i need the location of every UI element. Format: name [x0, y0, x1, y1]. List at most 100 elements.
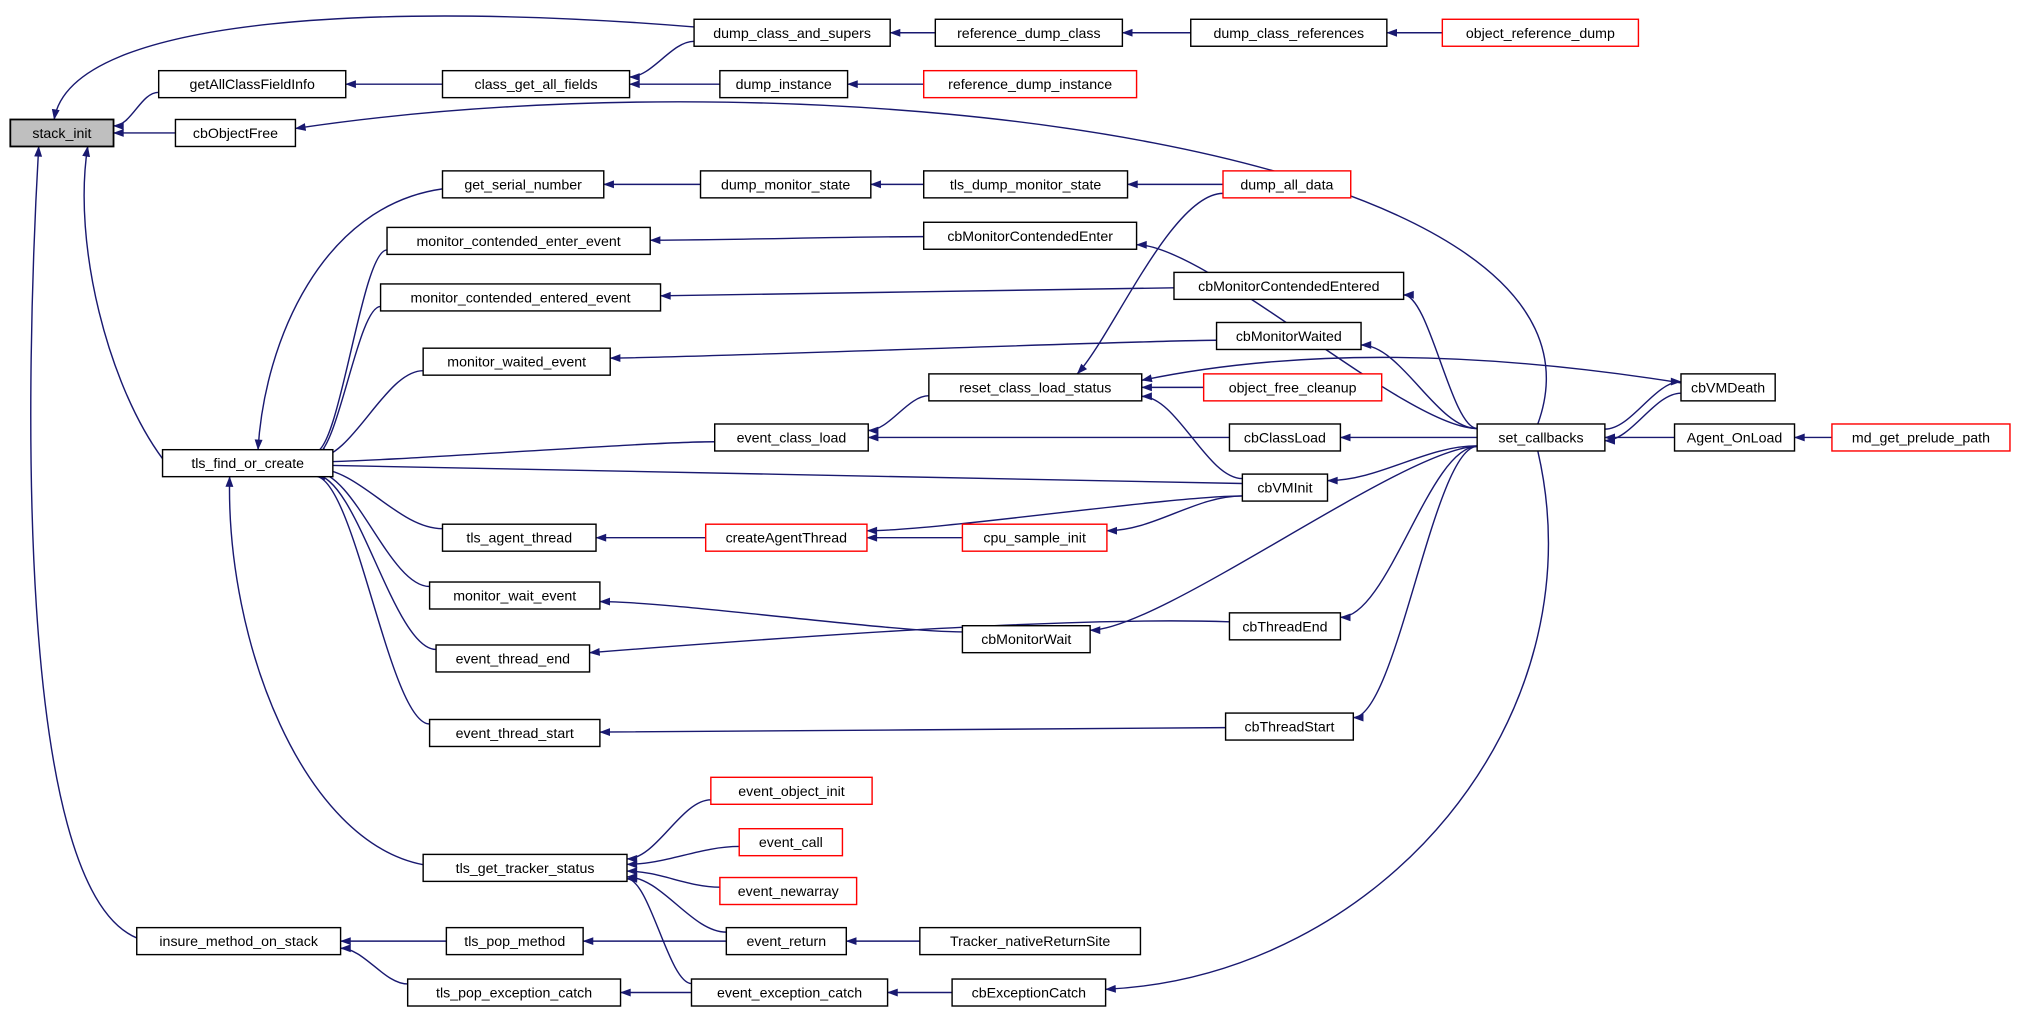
node-box — [379, 283, 662, 312]
node-event_object_init[interactable]: event_object_init — [710, 776, 873, 805]
edge-dump_all_data--reset_class_load_status — [1076, 192, 1224, 375]
edge-cbVMInit--createAgentThread — [866, 495, 1243, 535]
node-box — [435, 644, 591, 673]
edge-event_call--tls_get_tracker_status — [626, 845, 740, 869]
node-dump_class_and_supers[interactable]: dump_class_and_supers — [693, 18, 891, 47]
node-tls_get_tracker_status[interactable]: tls_get_tracker_status — [422, 853, 628, 883]
node-object_free_cleanup[interactable]: object_free_cleanup — [1202, 373, 1383, 402]
node-cbClassLoad[interactable]: cbClassLoad — [1228, 423, 1342, 452]
node-reference_dump_instance[interactable]: reference_dump_instance — [922, 69, 1138, 99]
node-box — [441, 69, 631, 99]
edge-set_callbacks--cbVMDeath — [1604, 377, 1682, 430]
node-box — [441, 523, 597, 552]
node-cbVMDeath[interactable]: cbVMDeath — [1680, 373, 1776, 402]
node-box — [441, 170, 605, 199]
edge-getAllClassFieldInfo--stack_init — [112, 91, 159, 130]
edge-cbThreadStart--event_thread_start — [599, 726, 1226, 737]
node-md_get_prelude_path[interactable]: md_get_prelude_path — [1831, 423, 2011, 452]
node-object_reference_dump[interactable]: object_reference_dump — [1441, 18, 1640, 47]
node-getAllClassFieldInfo[interactable]: getAllClassFieldInfo — [157, 69, 347, 99]
node-box — [1202, 373, 1383, 402]
node-box — [693, 18, 891, 47]
node-reference_dump_class[interactable]: reference_dump_class — [934, 18, 1124, 47]
node-box — [422, 853, 628, 883]
edge-get_serial_number--tls_find_or_create — [254, 188, 443, 451]
edge-event_class_load--tls_find_or_create — [314, 441, 715, 466]
node-box — [1222, 170, 1352, 199]
edge-cbMonitorWaited--monitor_waited_event — [609, 339, 1217, 363]
node-box — [922, 170, 1129, 199]
node-cbMonitorWaited[interactable]: cbMonitorWaited — [1215, 321, 1362, 351]
node-box — [428, 718, 601, 748]
node-box — [714, 423, 869, 452]
edge-monitor_waited_event--tls_find_or_create — [314, 369, 424, 463]
node-monitor_wait_event[interactable]: monitor_wait_event — [428, 581, 601, 610]
node-box — [157, 69, 347, 99]
node-cbObjectFree[interactable]: cbObjectFree — [174, 118, 297, 148]
node-cbThreadEnd[interactable]: cbThreadEnd — [1228, 612, 1342, 641]
node-tls_pop_method[interactable]: tls_pop_method — [445, 926, 584, 956]
node-cbMonitorContendedEnter[interactable]: cbMonitorContendedEnter — [922, 221, 1138, 250]
node-box — [1173, 271, 1405, 301]
node-tls_find_or_create[interactable]: tls_find_or_create — [161, 448, 334, 478]
node-box — [1228, 612, 1342, 641]
node-box — [406, 978, 622, 1007]
edge-insure_method_on_stack--stack_init — [30, 145, 138, 939]
node-class_get_all_fields[interactable]: class_get_all_fields — [441, 69, 631, 99]
node-event_return[interactable]: event_return — [725, 926, 848, 956]
node-cbMonitorContendedEntered[interactable]: cbMonitorContendedEntered — [1173, 271, 1405, 301]
node-box — [699, 170, 872, 199]
node-cbMonitorWait[interactable]: cbMonitorWait — [961, 624, 1091, 654]
node-event_class_load[interactable]: event_class_load — [714, 423, 869, 452]
edge-monitor_contended_entered_event--tls_find_or_create — [314, 305, 381, 460]
node-box — [719, 876, 858, 906]
node-reset_class_load_status[interactable]: reset_class_load_status — [928, 373, 1143, 402]
node-tls_pop_exception_catch[interactable]: tls_pop_exception_catch — [406, 978, 622, 1007]
node-cpu_sample_init[interactable]: cpu_sample_init — [961, 523, 1108, 552]
node-event_call[interactable]: event_call — [738, 827, 844, 857]
node-box — [704, 523, 868, 552]
node-event_thread_start[interactable]: event_thread_start — [428, 718, 601, 748]
node-event_newarray[interactable]: event_newarray — [719, 876, 858, 906]
node-stack_init[interactable]: stack_init — [9, 118, 115, 148]
edge-cbMonitorContendedEnter--monitor_contended_enter_event — [649, 235, 924, 245]
edge-set_callbacks--cbThreadEnd — [1339, 445, 1478, 622]
node-box — [919, 926, 1142, 956]
node-tls_dump_monitor_state[interactable]: tls_dump_monitor_state — [922, 170, 1129, 199]
node-insure_method_on_stack[interactable]: insure_method_on_stack — [136, 926, 342, 956]
edge-set_callbacks--cbMonitorWaited — [1360, 341, 1478, 430]
node-Tracker_nativeReturnSite[interactable]: Tracker_nativeReturnSite — [919, 926, 1142, 956]
node-dump_all_data[interactable]: dump_all_data — [1222, 170, 1352, 199]
node-box — [386, 226, 651, 256]
node-cbVMInit[interactable]: cbVMInit — [1241, 473, 1329, 502]
node-createAgentThread[interactable]: createAgentThread — [704, 523, 868, 552]
node-box — [690, 978, 889, 1007]
node-dump_instance[interactable]: dump_instance — [719, 69, 849, 99]
node-tls_agent_thread[interactable]: tls_agent_thread — [441, 523, 597, 552]
node-monitor_waited_event[interactable]: monitor_waited_event — [422, 347, 611, 376]
node-dump_class_references[interactable]: dump_class_references — [1190, 18, 1388, 47]
edge-set_callbacks--cbExceptionCatch — [1105, 450, 1549, 993]
edge-cbMonitorContendedEntered--monitor_contended_entered_event — [659, 287, 1174, 300]
node-box — [961, 523, 1108, 552]
node-event_exception_catch[interactable]: event_exception_catch — [690, 978, 889, 1007]
node-dump_monitor_state[interactable]: dump_monitor_state — [699, 170, 872, 199]
node-cbExceptionCatch[interactable]: cbExceptionCatch — [951, 978, 1107, 1007]
node-box — [934, 18, 1124, 47]
edge-event_thread_end--tls_find_or_create — [314, 470, 437, 651]
node-get_serial_number[interactable]: get_serial_number — [441, 170, 605, 199]
node-box — [738, 827, 844, 857]
edge-event_object_init--tls_get_tracker_status — [626, 799, 711, 863]
node-monitor_contended_enter_event[interactable]: monitor_contended_enter_event — [386, 226, 651, 256]
node-set_callbacks[interactable]: set_callbacks — [1476, 423, 1606, 452]
node-box — [1441, 18, 1640, 47]
edge-set_callbacks--cbObjectFree — [294, 101, 1547, 425]
edge-monitor_wait_event--tls_find_or_create — [314, 467, 430, 588]
node-monitor_contended_entered_event[interactable]: monitor_contended_entered_event — [379, 283, 662, 312]
node-box — [710, 776, 873, 805]
node-box — [1224, 712, 1355, 741]
node-cbThreadStart[interactable]: cbThreadStart — [1224, 712, 1355, 741]
node-event_thread_end[interactable]: event_thread_end — [435, 644, 591, 673]
edge-event_newarray--tls_get_tracker_status — [626, 867, 720, 888]
node-Agent_OnLoad[interactable]: Agent_OnLoad — [1673, 423, 1796, 452]
